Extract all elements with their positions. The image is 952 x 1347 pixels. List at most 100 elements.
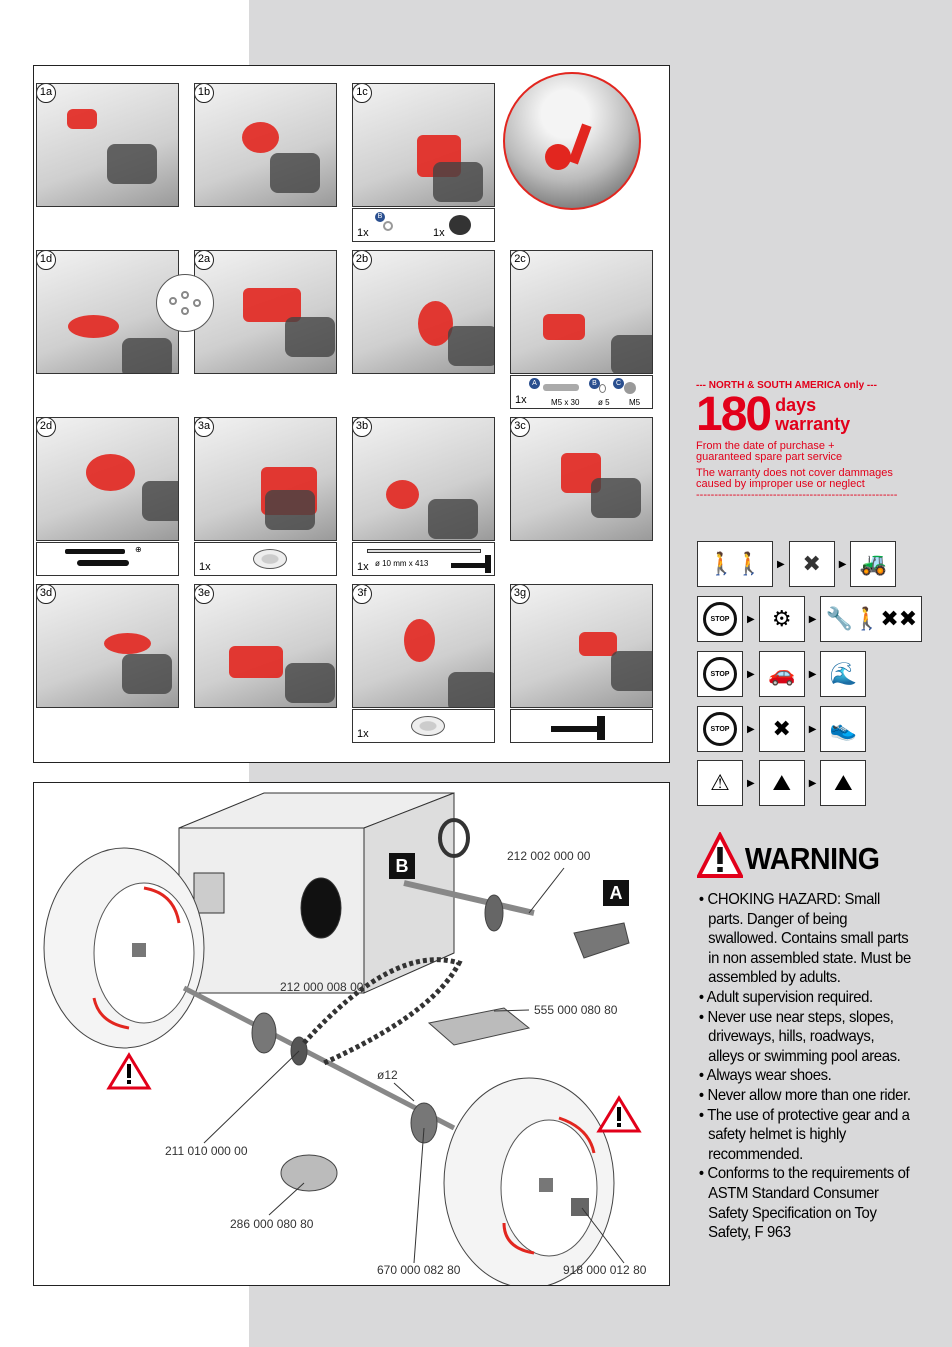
tools-box-2d: ⊕ — [36, 542, 179, 576]
warranty-text: From the date of purchase + — [696, 440, 835, 452]
bolt-label: M5 x 30 — [551, 398, 580, 407]
warranty-text: guaranteed spare part service — [696, 451, 843, 463]
safety-icons-row: STOP▶ ✖▶ 👟 — [697, 706, 867, 752]
body-block — [178, 792, 470, 994]
detail-magnifier-1d — [156, 274, 214, 332]
warning-item: • The use of protective gear and a safet… — [698, 1106, 910, 1163]
warranty-days-number: 180 — [696, 388, 772, 441]
safety-icons-row: STOP▶ ⚙▶ 🔧🚶✖✖ — [697, 596, 923, 642]
exploded-diagram-panel — [33, 782, 670, 1286]
step-3d-image: 3d — [36, 584, 179, 708]
wrench-icon — [77, 560, 129, 566]
warning-triangle-icon: ⚠ — [697, 760, 743, 806]
quantity: 1x — [357, 728, 369, 740]
warranty-text: The warranty does not cover dammages — [696, 467, 893, 479]
assembly-part — [107, 144, 157, 184]
step-3c-image: 3c — [510, 417, 653, 541]
safety-icons-row: ⚠▶ ⛰▶ ⛰ — [697, 760, 867, 806]
warranty-days-label: days — [775, 395, 817, 415]
nut-icon — [624, 382, 636, 394]
stop-icon: STOP — [697, 596, 743, 642]
no-tools-icon: ✖ — [758, 706, 805, 752]
assembly-part — [611, 651, 652, 691]
assembly-part — [122, 654, 172, 694]
hammer-head — [485, 555, 491, 573]
assembly-part — [448, 672, 494, 707]
part-number: 670 000 082 80 — [377, 1263, 461, 1277]
part-number: 286 000 080 80 — [230, 1217, 314, 1231]
axle-assembly — [182, 985, 456, 1192]
part-badge-a: A — [603, 880, 629, 906]
step-2c-image: 2c — [510, 250, 653, 374]
quantity: 1x — [357, 561, 369, 573]
pool-hazard-icon: 🌊 — [820, 651, 867, 697]
part-highlight — [68, 315, 119, 338]
part-number: ø12 — [377, 1068, 398, 1082]
step-1c-image: 1c — [352, 83, 495, 207]
assembly-part — [611, 335, 652, 373]
step-number: 2c — [511, 251, 530, 270]
warning-block: WARNING • CHOKING HAZARD: Small parts. D… — [695, 830, 927, 1243]
step-1a-image: 1a — [36, 83, 179, 207]
step-number: 1b — [195, 84, 214, 103]
part-highlight — [404, 619, 435, 662]
warning-item: • Conforms to the requirements of ASTM S… — [698, 1165, 910, 1242]
axle-label: ø 10 mm x 413 — [375, 559, 429, 568]
steps-hazard-icon: ⛰ — [820, 760, 867, 806]
exploded-diagram — [43, 792, 642, 1285]
part-number: 212 000 008 00 — [280, 980, 364, 994]
tow-hazard-icon: ⚙ — [758, 596, 805, 642]
no-crossing-icon: ✖ — [788, 541, 835, 587]
part-number: 555 000 080 80 — [534, 1003, 618, 1017]
leader-lines — [203, 867, 625, 1264]
step-3f-image: 3f — [352, 584, 495, 708]
part-highlight — [543, 314, 585, 340]
warning-title: WARNING — [744, 841, 880, 876]
part-number: 918 000 012 80 — [563, 1263, 647, 1277]
step-number: 3a — [195, 418, 214, 437]
detail-magnifier-1c — [503, 72, 641, 210]
parts-box-3b: 1x ø 10 mm x 413 — [352, 542, 495, 576]
step-number: 3e — [195, 585, 214, 604]
part-highlight — [386, 480, 419, 509]
washer-icon — [599, 384, 606, 393]
step-3e-image: 3e — [194, 584, 337, 708]
part-letter-b: B — [589, 378, 600, 389]
divider: ----------------------------------------… — [696, 490, 898, 501]
adult-supervision-icon: 🚶🚶 — [697, 541, 773, 587]
assembly-part — [448, 326, 494, 366]
hubcap-icon — [253, 549, 287, 569]
step-2d-image: 2d — [36, 417, 179, 541]
phillips-icon: ⊕ — [135, 545, 142, 554]
warning-item: • Always wear shoes. — [698, 1067, 832, 1085]
step-number: 1d — [37, 251, 56, 270]
step-3b-image: 3b — [352, 417, 495, 541]
step-3g-image: 3g — [510, 584, 653, 708]
part-highlight — [243, 288, 301, 322]
part-highlight — [229, 646, 283, 678]
quantity: 1x — [433, 227, 445, 239]
parts-box-3a: 1x — [194, 542, 337, 576]
safety-icons-row: 🚶🚶▶ ✖▶ 🚜 — [697, 541, 897, 587]
wheel-left — [43, 847, 205, 1049]
part-highlight — [67, 109, 97, 129]
part-badge-b: B — [389, 853, 415, 879]
warning-triangle-icon — [695, 830, 745, 886]
warranty-label: warranty — [775, 414, 851, 434]
safety-icons-row: STOP▶ 🚗▶ 🌊 — [697, 651, 867, 697]
quantity: 1x — [515, 394, 527, 406]
quantity: 1x — [199, 561, 211, 573]
assembly-part — [265, 490, 315, 530]
warning-item: • Adult supervision required. — [698, 988, 873, 1006]
step-1b-image: 1b — [194, 83, 337, 207]
part-highlight — [104, 633, 151, 654]
washer-icon — [383, 221, 393, 231]
step-number: 3g — [511, 585, 530, 604]
stop-icon: STOP — [697, 706, 743, 752]
nut-label: M5 — [629, 398, 641, 407]
step-number: 3f — [353, 585, 372, 604]
warning-list: • CHOKING HAZARD: Small parts. Danger of… — [697, 890, 927, 1243]
step-number: 2b — [353, 251, 372, 270]
step-2a-image: 2a — [194, 250, 337, 374]
assembly-part — [122, 338, 172, 373]
